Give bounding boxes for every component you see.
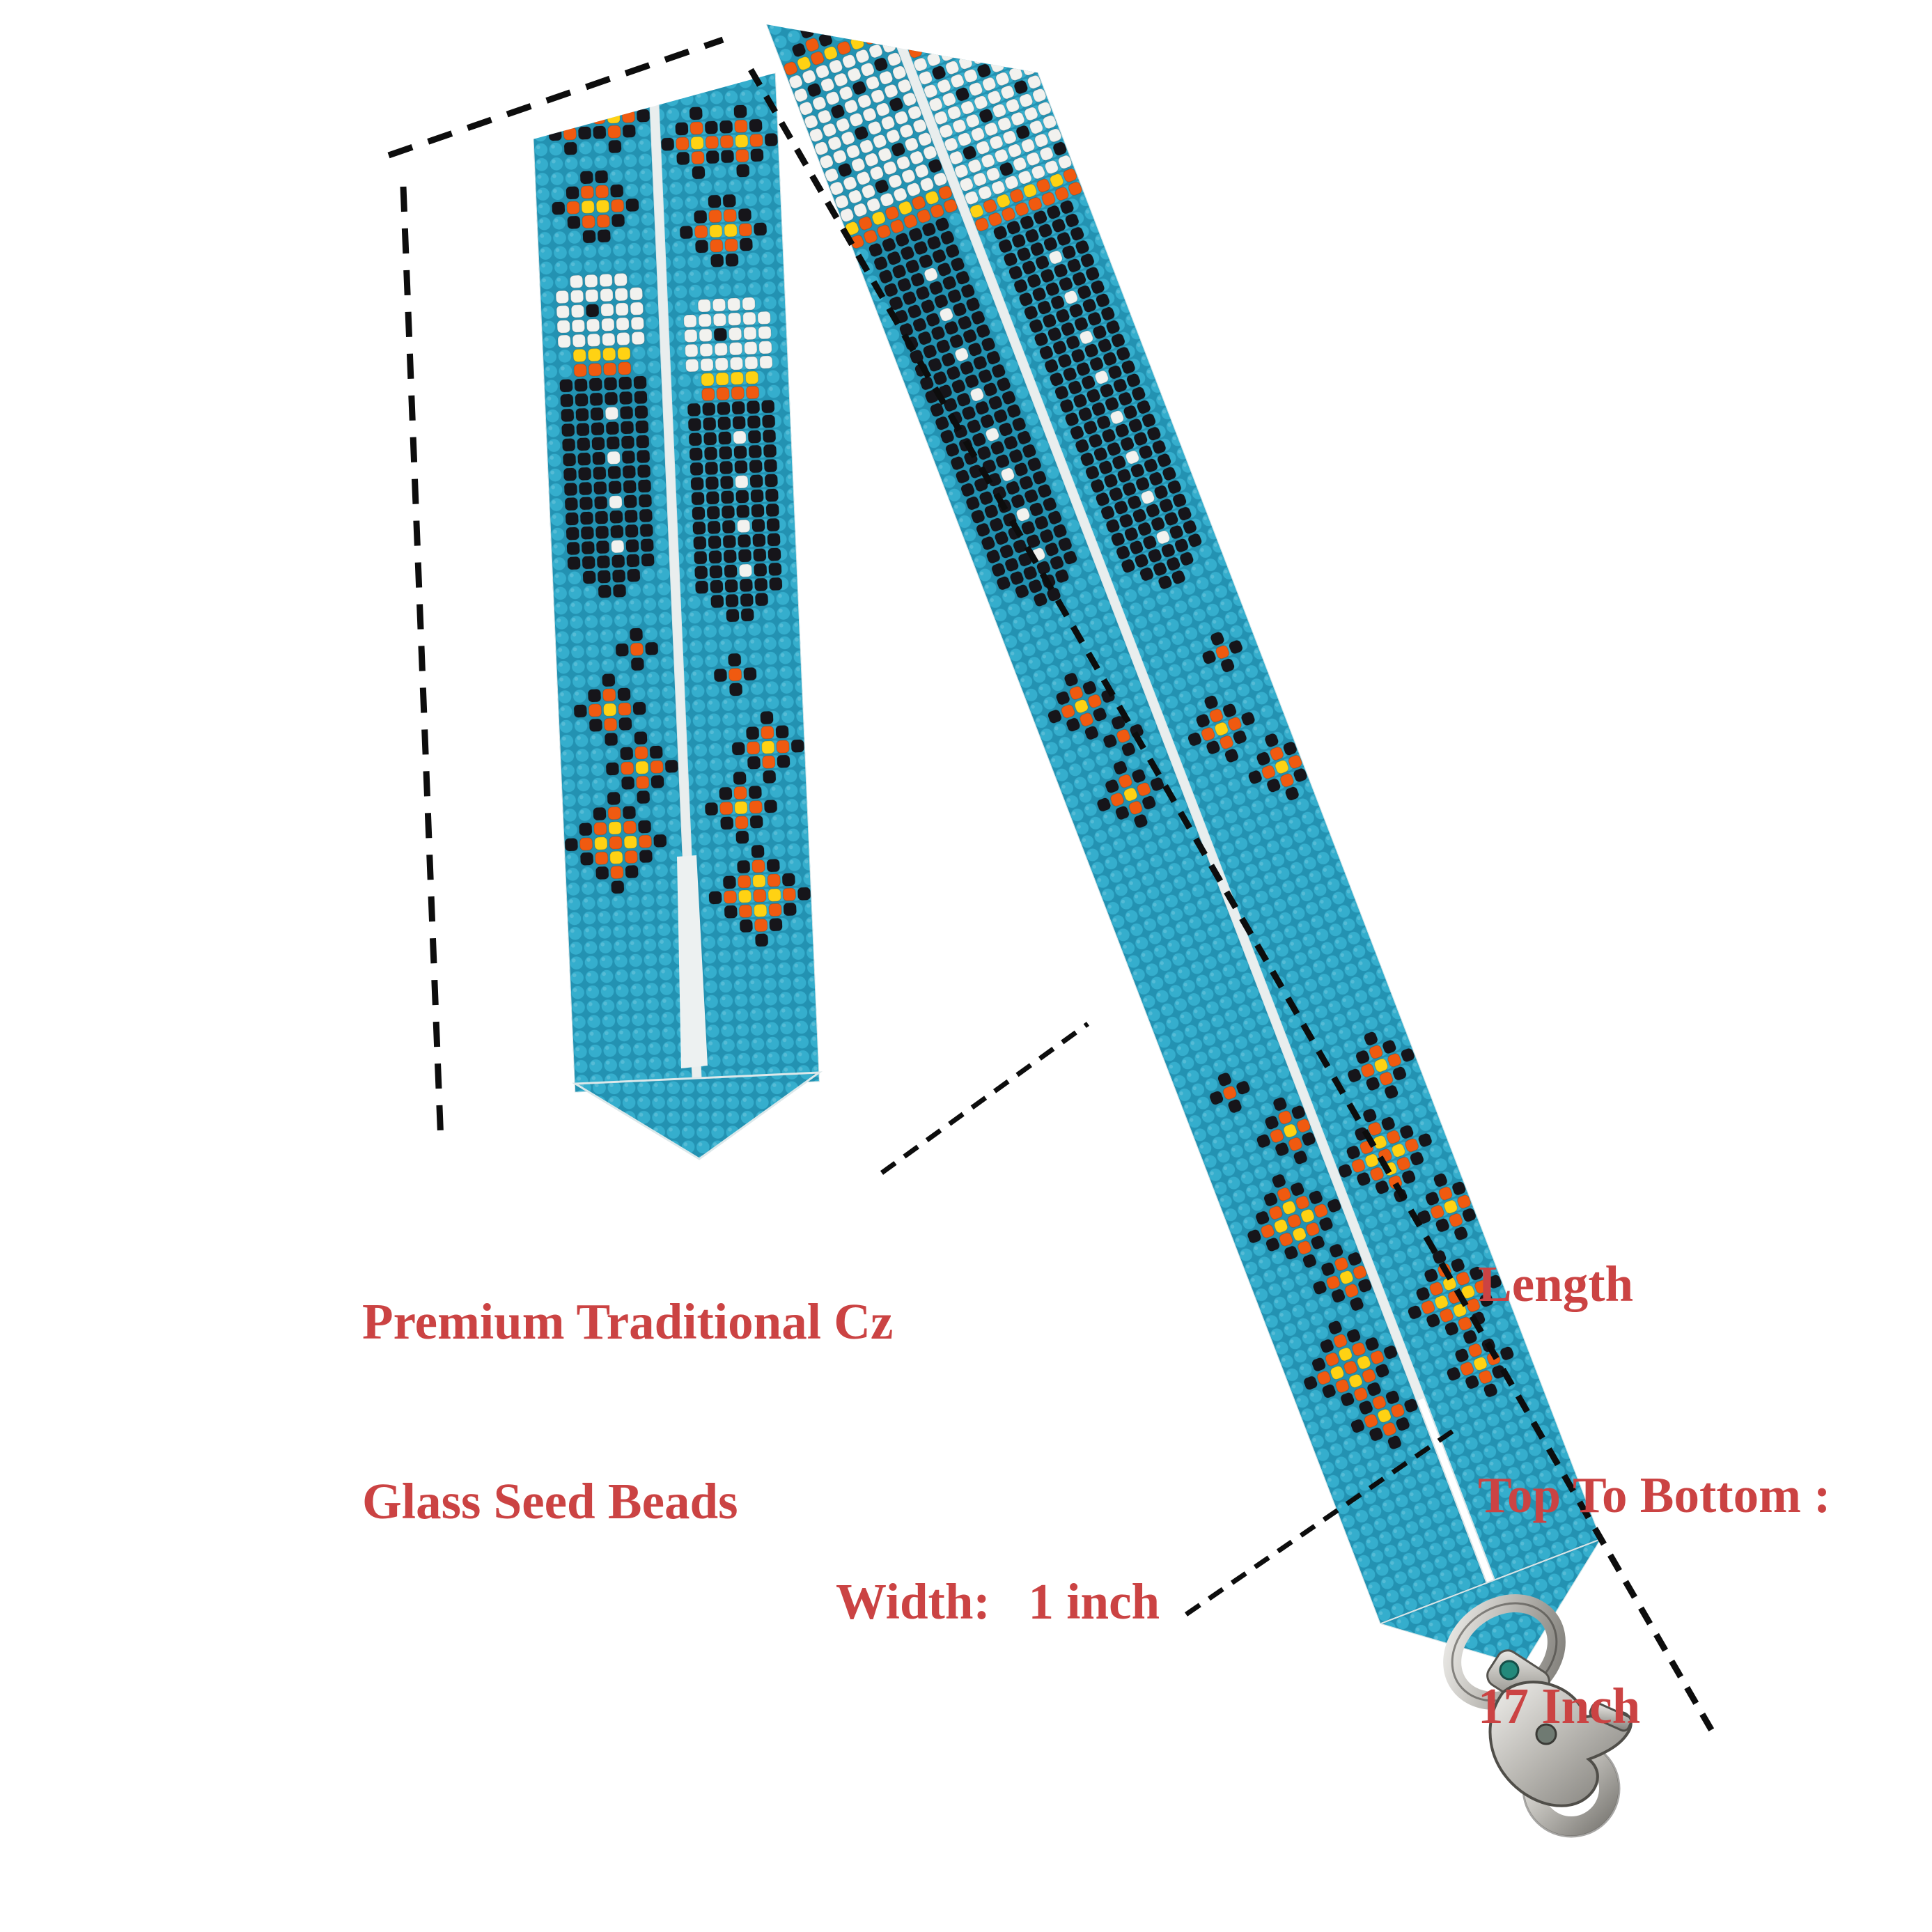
material-label-line1: Premium Traditional Cz (362, 1293, 894, 1350)
measure-line-top-edge (387, 36, 724, 159)
material-label: Premium Traditional Cz Glass Seed Beads (362, 1172, 893, 1651)
width-label: Width: 1 inch (836, 1573, 1160, 1630)
lanyard-backing-gap (677, 855, 708, 1068)
material-label-line2: Glass Seed Beads (362, 1473, 738, 1529)
length-label-line2: Top To Bottom : (1478, 1467, 1831, 1523)
lanyard-right-leg (766, 0, 1603, 1667)
clasp-screw (1535, 1723, 1557, 1745)
length-label: Length Top To Bottom : 17 Inch (1478, 1108, 1830, 1882)
length-label-line1: Length (1478, 1256, 1634, 1312)
lobster-clasp (1443, 1594, 1633, 1838)
clasp-gem (1499, 1660, 1520, 1681)
lanyard-fold-tip (572, 1071, 823, 1160)
measure-line-left-edge (400, 186, 444, 1143)
clasp-body (1488, 1681, 1633, 1807)
clasp-trigger (1589, 1702, 1633, 1732)
lanyard-left-leg (531, 72, 820, 1093)
pointer-line-material (880, 1022, 1090, 1175)
length-label-line3: 17 Inch (1478, 1678, 1641, 1734)
measure-line-length-diagonal (748, 68, 1717, 1738)
